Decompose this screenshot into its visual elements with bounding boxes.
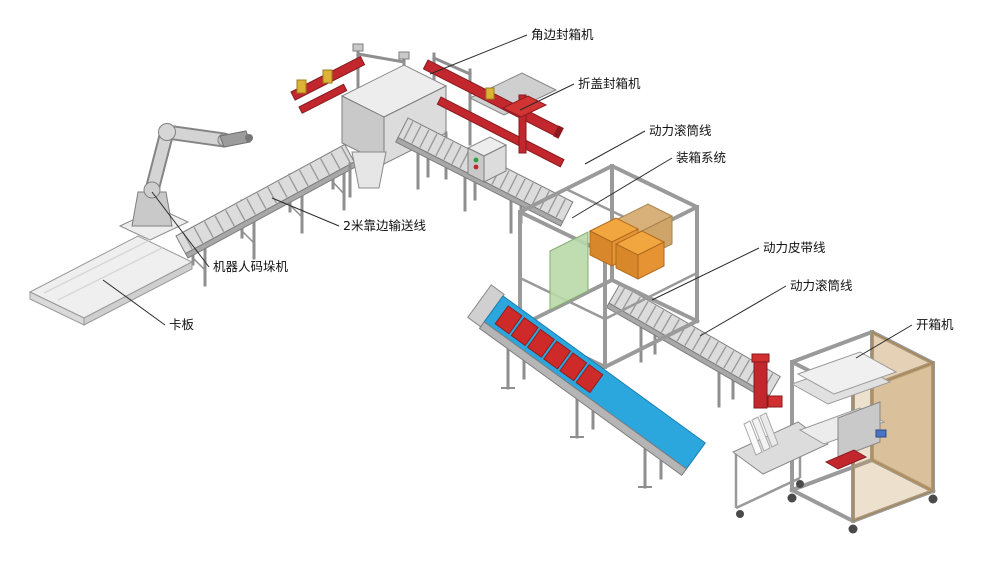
erector-inner-box <box>837 401 881 459</box>
erector-blank-stack <box>743 420 763 456</box>
erector-red-bar <box>824 449 868 470</box>
case-erector <box>732 330 938 534</box>
label-case-packing-system: 装箱系统 <box>676 150 726 165</box>
label-power-belt-line: 动力皮带线 <box>763 240 826 255</box>
label-case-erector: 开箱机 <box>916 317 954 332</box>
leader-edge-conveyor <box>271 197 340 227</box>
leader-pallet <box>102 279 166 326</box>
label-edge-conveyor: 2米靠边输送线 <box>343 218 426 233</box>
labels: 角边封箱机 折盖封箱机 动力滚筒线 装箱系统 动力皮带线 动力滚筒线 开箱机 2… <box>169 27 954 332</box>
case-packing-system <box>517 164 700 369</box>
erector-blank-sheets <box>796 351 898 395</box>
label-robot-palletizer: 机器人码垛机 <box>213 259 289 274</box>
erector-tan-panel-front <box>852 362 934 522</box>
packer-green-panel <box>549 231 589 311</box>
pallet <box>28 235 194 326</box>
power-roller-line-2 <box>605 283 781 408</box>
robot-palletizer <box>118 123 253 241</box>
leader-power-belt-line <box>651 247 760 301</box>
robot-gripper <box>219 130 251 148</box>
leader-power-roller-line-2 <box>699 285 787 337</box>
pallet-edge-left <box>29 291 85 326</box>
erector-casters <box>736 480 938 534</box>
leader-lines <box>102 34 913 359</box>
power-belt-line <box>467 284 706 489</box>
flap-sealer-rail-lower <box>436 96 565 168</box>
robot-elbow-joint <box>158 123 176 141</box>
leader-flap-sealer <box>519 83 575 111</box>
leader-corner-sealer <box>429 34 528 75</box>
flap-sealer-carriage <box>468 72 558 116</box>
flap-sealer-head <box>501 95 548 118</box>
leader-robot-palletizer <box>151 191 210 268</box>
red-boxes-on-belt <box>494 305 604 394</box>
leader-case-packing-system <box>571 157 673 219</box>
label-corner-sealer: 角边封箱机 <box>531 27 594 42</box>
flap-sealer <box>395 59 574 234</box>
label-power-roller-line-1: 动力滚筒线 <box>649 123 712 138</box>
belt-side-rail <box>478 321 688 477</box>
flap-sealer-post <box>518 94 527 154</box>
erector-magazine-tray <box>732 421 829 475</box>
erector-red-unit <box>753 359 768 409</box>
label-flap-sealer: 折盖封箱机 <box>578 76 641 91</box>
label-pallet: 卡板 <box>169 317 195 332</box>
erector-blue-part <box>875 429 887 438</box>
corner-sealer <box>290 43 472 198</box>
corner-sealer-cylinder <box>296 79 307 94</box>
control-cabinet-side <box>483 144 507 183</box>
leader-case-erector <box>855 324 913 359</box>
robot-gripper-tip <box>245 134 253 142</box>
robot-shoulder-joint <box>143 181 161 199</box>
label-power-roller-line-2: 动力滚筒线 <box>790 278 853 293</box>
leader-power-roller-line-1 <box>584 130 646 165</box>
corner-sealer-hopper <box>351 151 387 189</box>
